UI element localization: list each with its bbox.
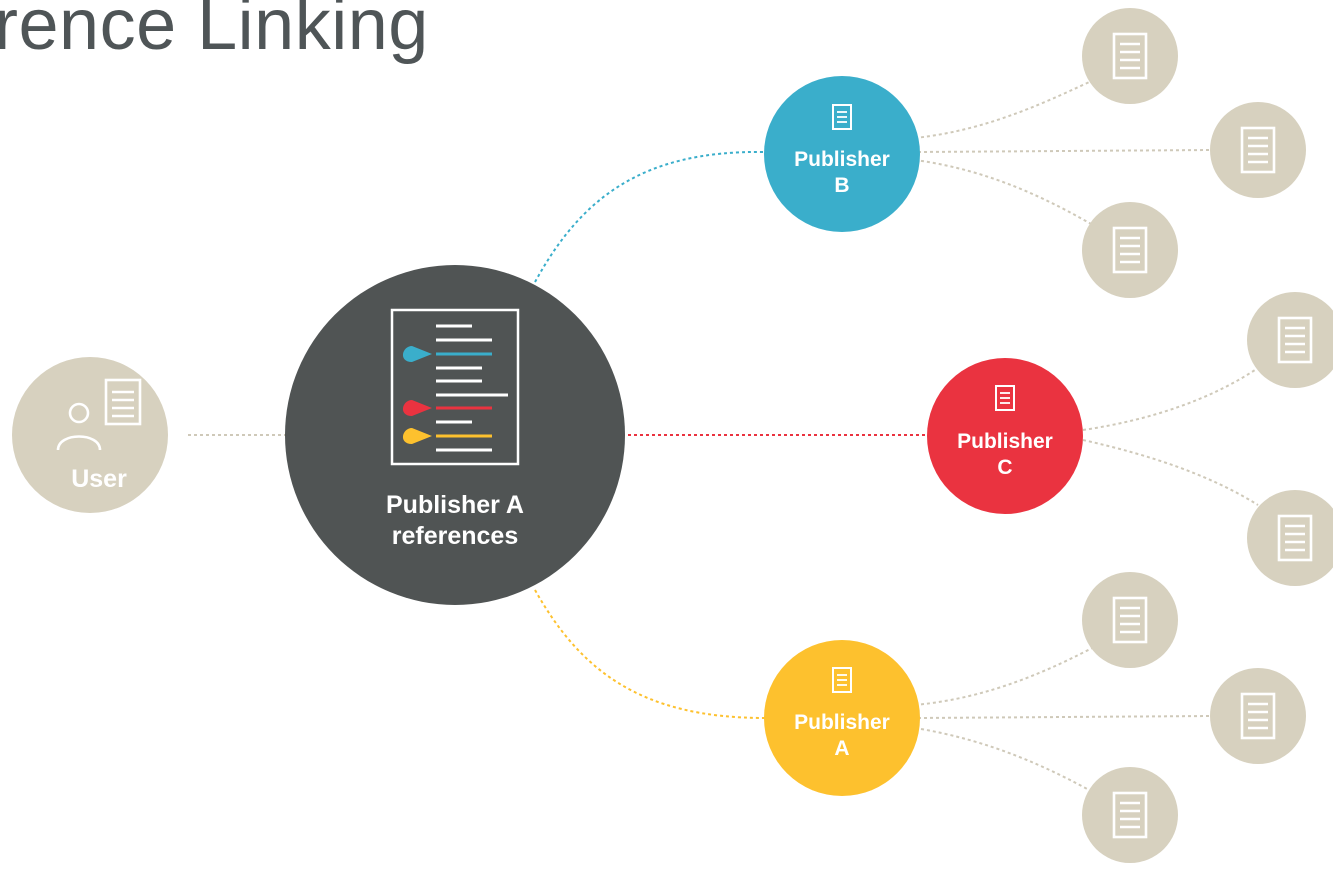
publisher-c-label: Publisher C xyxy=(957,429,1053,481)
pointer-yellow-icon xyxy=(402,428,432,444)
publisher-a-name: Publisher xyxy=(794,711,890,734)
user-icon xyxy=(56,402,102,451)
reference-list-icon xyxy=(390,308,520,466)
center-label: Publisher A references xyxy=(386,490,524,552)
connector-center-publisher-b xyxy=(534,150,766,283)
publisher-b-name: Publisher xyxy=(794,148,890,171)
connector-b-doc3 xyxy=(914,159,1099,229)
user-label: User xyxy=(71,465,127,493)
document-icon xyxy=(104,378,142,426)
publisher-c-name: Publisher xyxy=(957,430,1053,453)
connector-a-doc1 xyxy=(914,644,1099,706)
pointer-red-icon xyxy=(402,400,432,416)
center-node xyxy=(285,265,625,605)
connector-a-doc3 xyxy=(914,727,1099,796)
document-node xyxy=(1082,767,1178,863)
connector-b-doc2 xyxy=(917,149,1211,153)
document-node xyxy=(1082,572,1178,668)
document-node xyxy=(1082,8,1178,104)
connector-center-publisher-a xyxy=(534,589,766,719)
document-node xyxy=(1247,292,1333,388)
user-node xyxy=(12,357,168,513)
connector-a-doc2 xyxy=(917,715,1211,719)
page-title: rence Linking xyxy=(0,0,429,65)
publisher-a-letter: A xyxy=(834,737,850,760)
publisher-c-letter: C xyxy=(997,456,1013,479)
connector-c-doc2 xyxy=(1082,439,1259,506)
document-node xyxy=(1082,202,1178,298)
publisher-node-a xyxy=(764,640,920,796)
publisher-node-b xyxy=(764,76,920,232)
publisher-node-c xyxy=(927,358,1083,514)
document-node xyxy=(1210,102,1306,198)
publisher-b-letter: B xyxy=(834,174,850,197)
connectors xyxy=(188,77,1259,796)
center-label-line1: Publisher A xyxy=(386,491,524,519)
center-label-line2: references xyxy=(391,522,519,550)
document-nodes xyxy=(1082,8,1333,863)
connector-b-doc1 xyxy=(914,77,1099,139)
document-node xyxy=(1210,668,1306,764)
publisher-b-label: Publisher B xyxy=(794,147,890,199)
publisher-a-label: Publisher A xyxy=(794,710,890,762)
document-node xyxy=(1247,490,1333,586)
pointer-blue-icon xyxy=(402,346,432,362)
connector-c-doc1 xyxy=(1082,367,1259,431)
